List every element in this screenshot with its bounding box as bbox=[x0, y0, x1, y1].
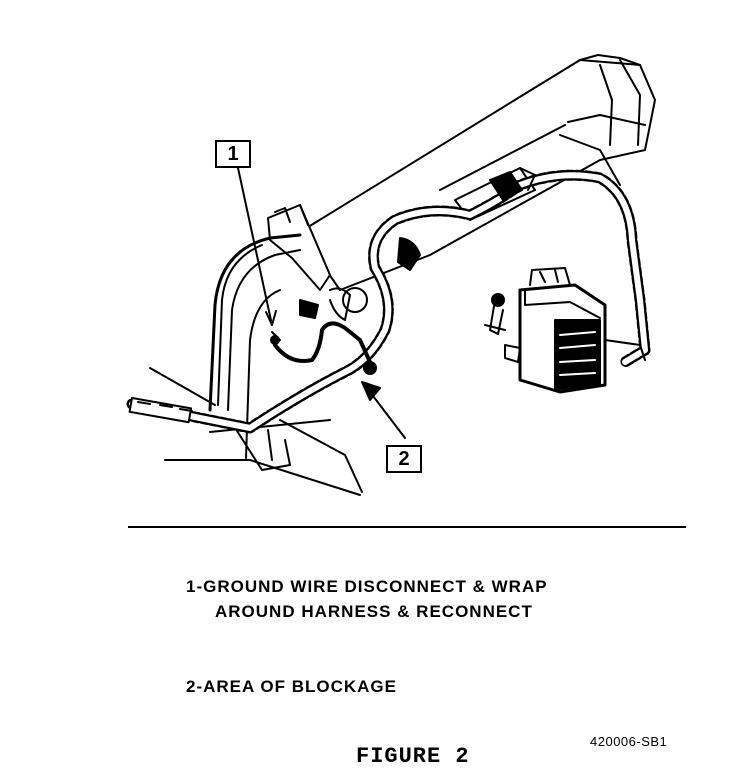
ground-wire bbox=[270, 321, 377, 375]
callout-1-leader bbox=[237, 167, 277, 326]
relay-block bbox=[504, 267, 646, 394]
harness-connectors bbox=[299, 167, 536, 321]
bolt bbox=[484, 293, 506, 335]
dash-panel-beam bbox=[299, 54, 656, 291]
divider-rule bbox=[128, 526, 686, 528]
callout-1-label: 1 bbox=[215, 140, 251, 168]
legend-item-1-line-2: AROUND HARNESS & RECONNECT bbox=[215, 602, 533, 621]
legend-item-2: 2-AREA OF BLOCKAGE bbox=[186, 677, 397, 696]
figure-title: FIGURE 2 bbox=[356, 744, 470, 769]
pillar-bracket bbox=[267, 204, 331, 291]
legend-item-1-line-1: 1-GROUND WIRE DISCONNECT & WRAP bbox=[186, 577, 548, 596]
callout-2-leader bbox=[361, 381, 406, 439]
callout-2-label: 2 bbox=[386, 445, 422, 473]
floor-panel bbox=[149, 367, 363, 496]
wiring-harness bbox=[126, 169, 651, 434]
side-post bbox=[208, 233, 302, 471]
part-number: 420006-SB1 bbox=[590, 734, 668, 749]
wiring-harness-illustration bbox=[126, 54, 656, 496]
